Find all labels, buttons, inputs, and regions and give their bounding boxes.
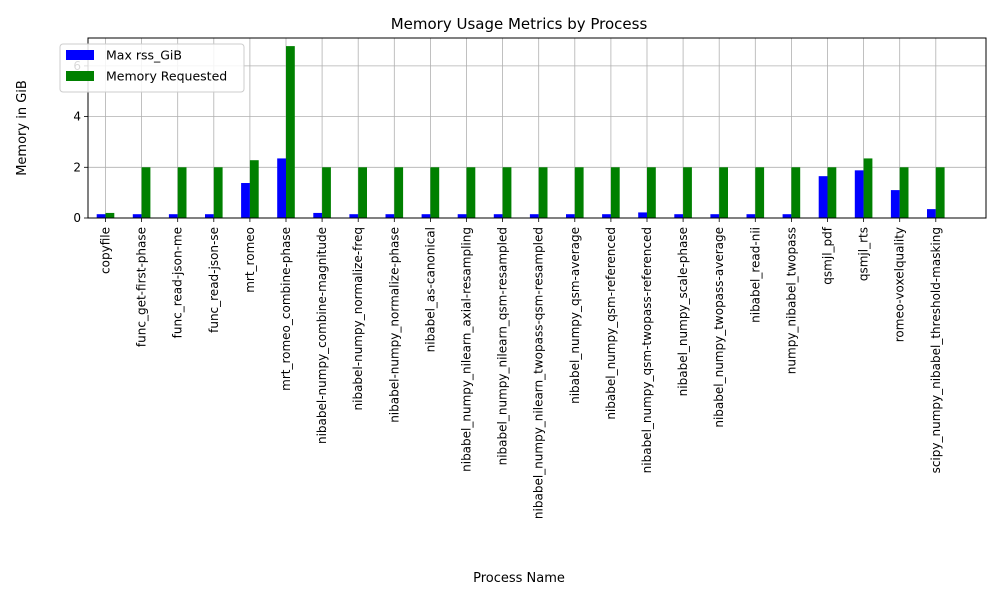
bar-max-rss (782, 214, 792, 218)
x-tick-label: nibabel_numpy_qsm-twopass-referenced (640, 227, 654, 473)
bar-max-rss (927, 209, 936, 218)
bar-max-rss (313, 212, 323, 218)
legend-box (59, 43, 245, 93)
bar-max-rss (421, 214, 431, 218)
x-tick-label: nibabel_numpy_scale-phase (676, 227, 690, 396)
bar-memory-requested (177, 167, 187, 218)
x-tick-label: romeo-voxelquality (893, 227, 907, 342)
x-tick-label: nibabel_numpy_twopass-average (712, 227, 726, 428)
x-tick-label: nibabel_read-nii (748, 227, 762, 323)
legend-swatch (66, 71, 94, 81)
bar-max-rss (241, 183, 250, 218)
bar-memory-requested (899, 167, 909, 218)
x-tick-label: mrt_romeo (243, 227, 257, 293)
x-tick-label: nibabel-numpy_normalize-freq (351, 227, 365, 410)
bar-max-rss (385, 214, 395, 218)
bar-max-rss (854, 170, 864, 218)
bar-memory-requested (430, 167, 440, 218)
bar-memory-requested (358, 167, 367, 218)
x-tick-label: func_read-json-se (207, 227, 221, 333)
bar-memory-requested (791, 167, 801, 218)
y-axis-label: Memory in GiB (15, 80, 30, 176)
bar-memory-requested (538, 167, 548, 218)
chart-title: Memory Usage Metrics by Process (391, 15, 648, 33)
y-tick-label: 0 (73, 211, 81, 225)
bar-memory-requested (213, 167, 223, 218)
bar-max-rss (602, 214, 611, 218)
bar-memory-requested (574, 167, 584, 218)
bar-memory-requested (610, 167, 620, 218)
x-tick-label: nibabel_numpy_nilearn_axial-resampling (460, 227, 474, 472)
bar-memory-requested (466, 167, 476, 218)
bar-memory-requested (502, 167, 512, 218)
bar-memory-requested (394, 167, 404, 218)
y-tick-label: 4 (73, 110, 81, 124)
bar-max-rss (638, 212, 647, 218)
bar-max-rss (277, 158, 286, 218)
bar-max-rss (674, 214, 684, 218)
bar-max-rss (96, 214, 106, 218)
bar-memory-requested (719, 167, 728, 218)
bar-max-rss (205, 214, 214, 218)
x-axis-label: Process Name (473, 571, 565, 586)
bar-max-rss (349, 214, 359, 218)
ticks: copyfile func_get-first-phase func_read-js… (73, 59, 942, 519)
bar-max-rss (818, 176, 828, 218)
x-tick-label: nibabel_numpy_nilearn_twopass-qsm-resamp… (532, 227, 546, 519)
x-tick-label: nibabel_numpy_qsm-referenced (604, 227, 618, 420)
bar-memory-requested (141, 167, 151, 218)
x-tick-label: nibabel-numpy_normalize-phase (387, 227, 401, 423)
bars (96, 46, 945, 219)
bar-max-rss (566, 214, 575, 218)
bar-memory-requested (863, 158, 873, 218)
bar-max-rss (890, 190, 900, 218)
legend-swatch (66, 50, 94, 60)
x-tick-label: nibabel_as-canonical (423, 227, 437, 352)
bar-max-rss (168, 214, 178, 218)
bar-max-rss (529, 214, 539, 218)
x-tick-label: nibabel_numpy_qsm-average (568, 227, 582, 404)
plot-frame (87, 37, 987, 219)
x-tick-label: copyfile (99, 227, 113, 274)
bar-memory-requested (286, 46, 295, 219)
bar-max-rss (132, 214, 142, 218)
x-tick-label: numpy_nibabel_twopass (784, 227, 798, 374)
x-tick-label: nibabel-numpy_combine-magnitude (315, 227, 329, 444)
bar-max-rss (493, 214, 503, 218)
legend-label: Memory Requested (106, 69, 227, 84)
x-tick-label: func_get-first-phase (135, 227, 149, 347)
x-tick-label: scipy_numpy_nibabel_threshold-masking (929, 227, 943, 473)
bar-max-rss (746, 214, 756, 218)
bar-memory-requested (755, 167, 765, 218)
bar-max-rss (457, 214, 467, 218)
x-tick-label: func_read-json-me (171, 227, 185, 338)
x-tick-label: nibabel_numpy_nilearn_qsm-resampled (496, 227, 510, 465)
legend: Max rss_GiB Memory Requested (59, 43, 245, 93)
bar-memory-requested (827, 167, 837, 218)
bar-memory-requested (683, 167, 692, 218)
y-tick-label: 2 (73, 160, 81, 174)
bar-memory-requested (105, 212, 115, 218)
x-tick-label: qsmjl_pdf (821, 226, 835, 284)
x-tick-label: mrt_romeo_combine-phase (279, 227, 293, 391)
bar-memory-requested (935, 167, 945, 218)
bar-memory-requested (322, 167, 331, 218)
bar-memory-requested (249, 160, 259, 218)
bar-max-rss (710, 214, 720, 218)
x-tick-label: qsmjl_rts (857, 227, 871, 281)
legend-label: Max rss_GiB (106, 48, 182, 63)
bar-memory-requested (647, 167, 656, 218)
